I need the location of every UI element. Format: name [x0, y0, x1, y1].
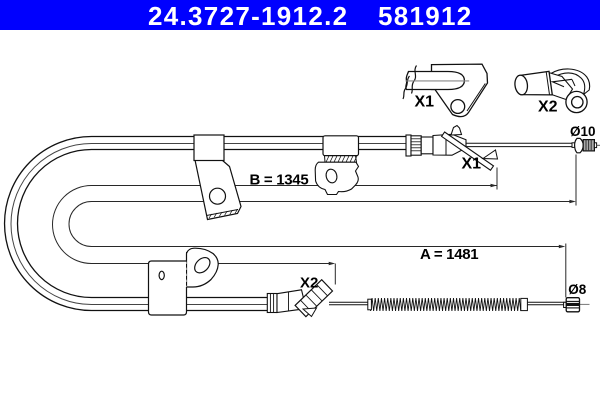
svg-text:581912: 581912 [378, 1, 473, 31]
svg-text:Ø8: Ø8 [568, 282, 587, 297]
svg-text:X1: X1 [415, 94, 435, 111]
svg-text:B = 1345: B = 1345 [250, 172, 309, 189]
svg-text:X2: X2 [538, 99, 558, 116]
svg-text:A = 1481: A = 1481 [420, 246, 478, 263]
svg-text:X2: X2 [300, 275, 318, 292]
svg-text:X1: X1 [462, 156, 482, 173]
svg-text:Ø10: Ø10 [570, 124, 596, 139]
svg-text:24.3727-1912.2: 24.3727-1912.2 [148, 1, 348, 31]
